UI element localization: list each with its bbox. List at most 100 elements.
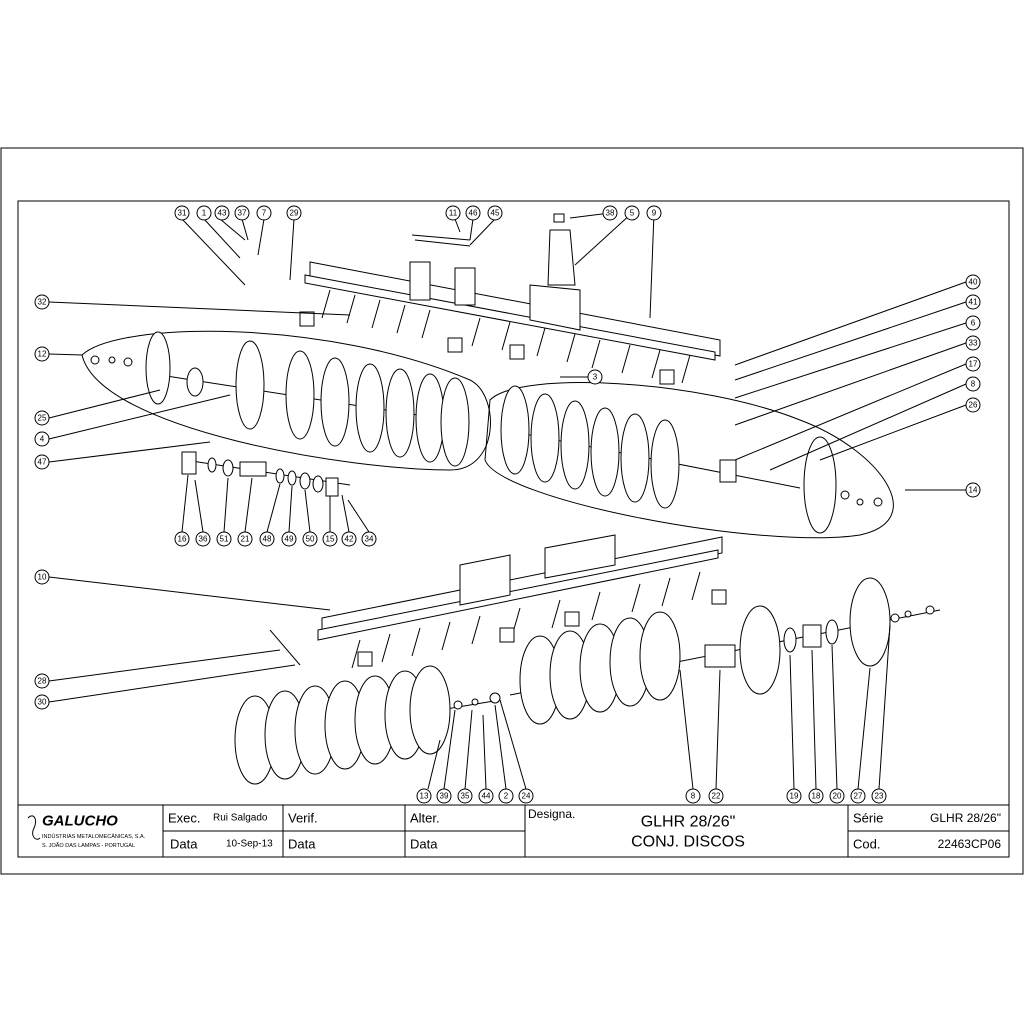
- exec-value: Rui Salgado: [213, 813, 268, 824]
- svg-text:24: 24: [522, 792, 531, 801]
- svg-text:19: 19: [790, 792, 799, 801]
- svg-text:45: 45: [491, 209, 500, 218]
- title-block: GALUCHO INDÚSTRIAS METALOMECÂNICAS, S.A.…: [17, 804, 1010, 858]
- callout-44: 44: [478, 788, 494, 804]
- callout-38: 38: [602, 205, 618, 221]
- callout-15: 15: [322, 531, 338, 547]
- callout-6: 6: [965, 315, 981, 331]
- data-label-1: Data: [170, 837, 198, 852]
- callout-31: 31: [174, 205, 190, 221]
- svg-text:46: 46: [469, 209, 478, 218]
- callout-29: 29: [286, 205, 302, 221]
- serie-value: GLHR 28/26": [930, 811, 1001, 825]
- svg-text:5: 5: [630, 209, 635, 218]
- svg-text:17: 17: [969, 360, 978, 369]
- top-frame-beam: [299, 213, 721, 385]
- svg-text:49: 49: [285, 535, 294, 544]
- callout-5: 5: [624, 205, 640, 221]
- callout-43: 43: [214, 205, 230, 221]
- svg-text:50: 50: [306, 535, 315, 544]
- svg-text:41: 41: [969, 298, 978, 307]
- svg-text:9: 9: [652, 209, 657, 218]
- svg-text:36: 36: [199, 535, 208, 544]
- svg-text:25: 25: [38, 414, 47, 423]
- svg-text:10: 10: [38, 573, 47, 582]
- left-disc-gang: [81, 330, 491, 471]
- callout-4: 4: [34, 431, 50, 447]
- svg-text:44: 44: [482, 792, 491, 801]
- svg-text:35: 35: [461, 792, 470, 801]
- data-value-1: 10-Sep-13: [226, 839, 273, 850]
- svg-text:42: 42: [345, 535, 354, 544]
- svg-text:28: 28: [38, 677, 47, 686]
- callout-34: 34: [361, 531, 377, 547]
- callout-37: 37: [234, 205, 250, 221]
- callout-35: 35: [457, 788, 473, 804]
- svg-text:7: 7: [262, 209, 267, 218]
- callout-40: 40: [965, 274, 981, 290]
- svg-text:1: 1: [202, 209, 207, 218]
- svg-text:4: 4: [40, 435, 45, 444]
- callout-17: 17: [965, 356, 981, 372]
- alter-label: Alter.: [410, 811, 440, 826]
- svg-text:16: 16: [178, 535, 187, 544]
- callout-10: 10: [34, 569, 50, 585]
- svg-text:43: 43: [218, 209, 227, 218]
- designa-label: Designa.: [528, 807, 575, 821]
- callout-51: 51: [216, 531, 232, 547]
- exec-label: Exec.: [168, 811, 201, 826]
- callout-49: 49: [281, 531, 297, 547]
- callout-18: 18: [808, 788, 824, 804]
- svg-text:21: 21: [241, 535, 250, 544]
- callout-20: 20: [829, 788, 845, 804]
- callout-47: 47: [34, 454, 50, 470]
- company-subtitle-1: INDÚSTRIAS METALOMECÂNICAS, S.A.: [42, 833, 146, 840]
- callout-16: 16: [174, 531, 190, 547]
- svg-text:34: 34: [365, 535, 374, 544]
- svg-text:11: 11: [449, 209, 458, 218]
- svg-text:47: 47: [38, 458, 47, 467]
- svg-text:3: 3: [593, 373, 598, 382]
- callout-32: 32: [34, 294, 50, 310]
- svg-text:48: 48: [263, 535, 272, 544]
- svg-text:8: 8: [691, 792, 696, 801]
- company-subtitle-2: S. JOÃO DAS LAMPAS - PORTUGAL: [42, 842, 135, 849]
- callout-33: 33: [965, 335, 981, 351]
- callout-50: 50: [302, 531, 318, 547]
- bottom-frame-beam: [269, 534, 727, 669]
- svg-text:39: 39: [440, 792, 449, 801]
- svg-text:27: 27: [854, 792, 863, 801]
- callout-8-bottom: 8: [685, 788, 701, 804]
- company-logo: GALUCHO INDÚSTRIAS METALOMECÂNICAS, S.A.…: [27, 813, 146, 849]
- svg-text:31: 31: [178, 209, 187, 218]
- company-name: GALUCHO: [42, 813, 118, 830]
- svg-text:13: 13: [420, 792, 429, 801]
- leader-lines: [48, 212, 967, 790]
- svg-text:8: 8: [971, 380, 976, 389]
- callout-26: 26: [965, 397, 981, 413]
- svg-text:20: 20: [833, 792, 842, 801]
- cod-label: Cod.: [853, 837, 880, 852]
- svg-text:15: 15: [326, 535, 335, 544]
- callout-23: 23: [871, 788, 887, 804]
- callout-24: 24: [518, 788, 534, 804]
- bottom-left-disc-gang: [234, 665, 501, 785]
- callout-14: 14: [965, 482, 981, 498]
- bearing-exploded: [181, 451, 351, 497]
- callout-39: 39: [436, 788, 452, 804]
- svg-text:32: 32: [38, 298, 47, 307]
- svg-text:38: 38: [606, 209, 615, 218]
- callout-30: 30: [34, 694, 50, 710]
- callout-21: 21: [237, 531, 253, 547]
- inner-frame: [17, 200, 1010, 858]
- svg-text:29: 29: [290, 209, 299, 218]
- svg-text:12: 12: [38, 350, 47, 359]
- outer-frame: [0, 147, 1024, 875]
- callout-22: 22: [708, 788, 724, 804]
- svg-text:14: 14: [969, 486, 978, 495]
- callout-3: 3: [587, 369, 603, 385]
- callout-25: 25: [34, 410, 50, 426]
- callout-28: 28: [34, 673, 50, 689]
- designation-line-2: CONJ. DISCOS: [631, 834, 745, 851]
- callout-46: 46: [465, 205, 481, 221]
